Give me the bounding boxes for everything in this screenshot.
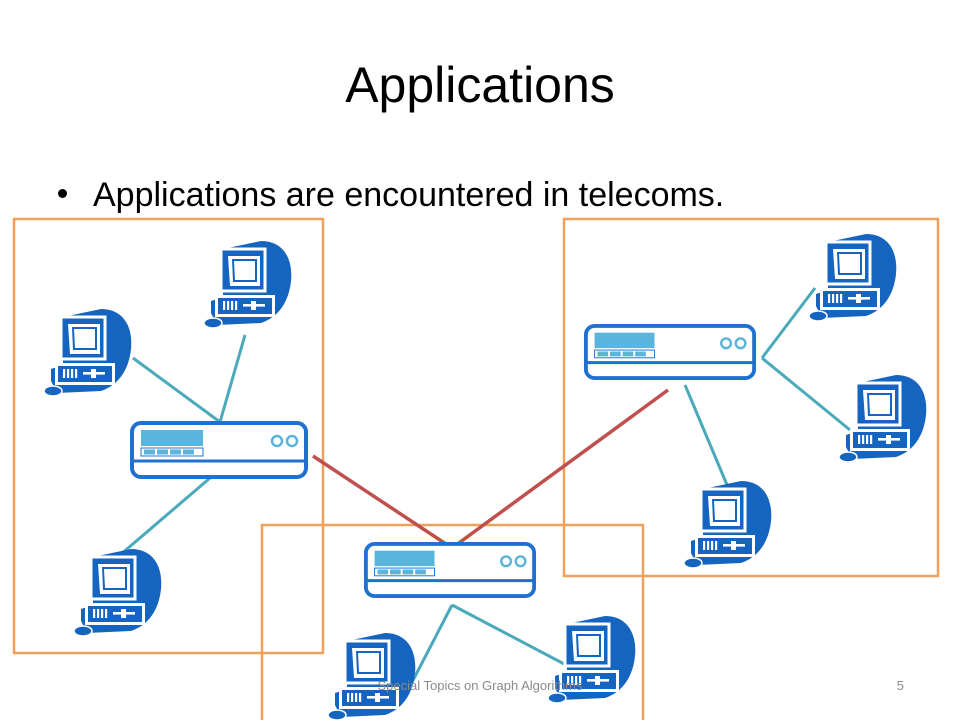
server-icon bbox=[586, 326, 754, 378]
cluster-left bbox=[12, 217, 325, 655]
local-link bbox=[760, 287, 817, 359]
computer-icon bbox=[683, 479, 773, 569]
backbone-link-bottom-right bbox=[450, 388, 670, 550]
local-link bbox=[406, 604, 454, 691]
bullet-dot-icon bbox=[58, 188, 67, 198]
local-link bbox=[218, 334, 247, 423]
computer-icon bbox=[43, 307, 133, 397]
bullet-item: Applications are encountered in telecoms… bbox=[58, 176, 724, 215]
computer-icon bbox=[203, 239, 293, 329]
page-number: 5 bbox=[896, 678, 904, 693]
computer-icon bbox=[327, 631, 417, 720]
bullet-text: Applications are encountered in telecoms… bbox=[93, 176, 725, 214]
local-link bbox=[451, 603, 569, 668]
local-link bbox=[132, 356, 221, 424]
local-link bbox=[761, 356, 851, 432]
local-link bbox=[683, 384, 732, 493]
cluster-right bbox=[562, 217, 940, 578]
computer-icon bbox=[808, 232, 898, 322]
server-icon bbox=[132, 423, 306, 477]
server-icon bbox=[366, 544, 534, 596]
backbone-link-left-bottom bbox=[312, 454, 453, 550]
slide-title: Applications bbox=[345, 57, 615, 113]
local-link bbox=[119, 476, 211, 557]
computer-icon bbox=[838, 373, 928, 463]
backbone-links bbox=[312, 388, 670, 550]
cluster-bottom bbox=[260, 523, 645, 720]
slide-footer: Special Topics on Graph Algorithms bbox=[377, 678, 583, 693]
computer-icon bbox=[73, 547, 163, 637]
local-links bbox=[119, 287, 851, 691]
